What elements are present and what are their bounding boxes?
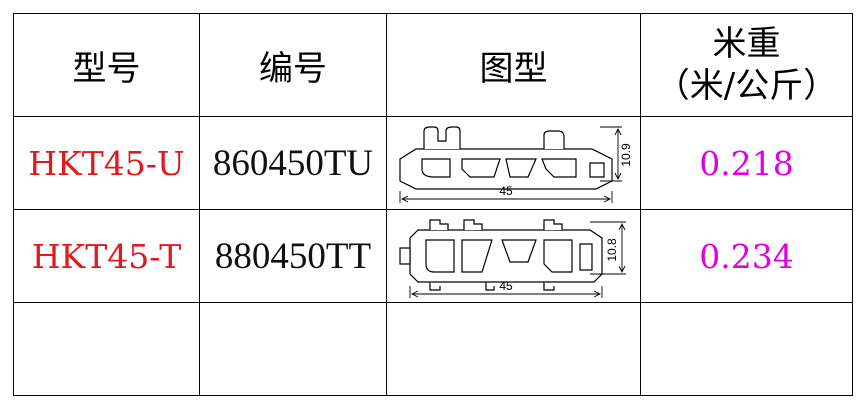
model-cell: HKT45-U — [13, 116, 200, 210]
code-cell: 880450TT — [199, 209, 387, 303]
header-weight: 米重 （米/公斤） — [640, 13, 853, 117]
table-row: HKT45-T 880450TT — [13, 209, 853, 303]
weight-cell: 0.234 — [640, 209, 853, 303]
header-row: 型号 编号 图型 米重 （米/公斤） — [13, 13, 853, 117]
empty-cell — [386, 302, 641, 396]
header-weight-unit: （米/公斤） — [655, 66, 838, 106]
weight-cell: 0.218 — [640, 116, 853, 210]
height-dimension-label: 10.8 — [605, 238, 619, 262]
profile-drawing-u: 45 10.9 — [398, 126, 633, 203]
spec-table: 型号 编号 图型 米重 （米/公斤） HKT45-U 860450TU — [13, 13, 853, 396]
table-row-empty — [13, 302, 853, 396]
model-cell: HKT45-T — [13, 209, 200, 303]
width-dimension-label: 45 — [499, 279, 513, 293]
code-cell: 860450TU — [199, 116, 387, 210]
empty-cell — [640, 302, 853, 396]
table-row: HKT45-U 860450TU — [13, 116, 853, 210]
header-weight-title: 米重 — [712, 24, 781, 64]
empty-cell — [13, 302, 200, 396]
header-code: 编号 — [199, 13, 387, 117]
header-model: 型号 — [13, 13, 200, 117]
profile-drawing-cell: 45 10.9 — [386, 116, 641, 210]
profile-drawing-t: 45 10.8 — [398, 219, 626, 298]
header-figure: 图型 — [386, 13, 641, 117]
empty-cell — [199, 302, 387, 396]
height-dimension-label: 10.9 — [619, 143, 633, 167]
width-dimension-label: 45 — [499, 184, 513, 198]
profile-drawing-cell: 45 10.8 — [386, 209, 641, 303]
